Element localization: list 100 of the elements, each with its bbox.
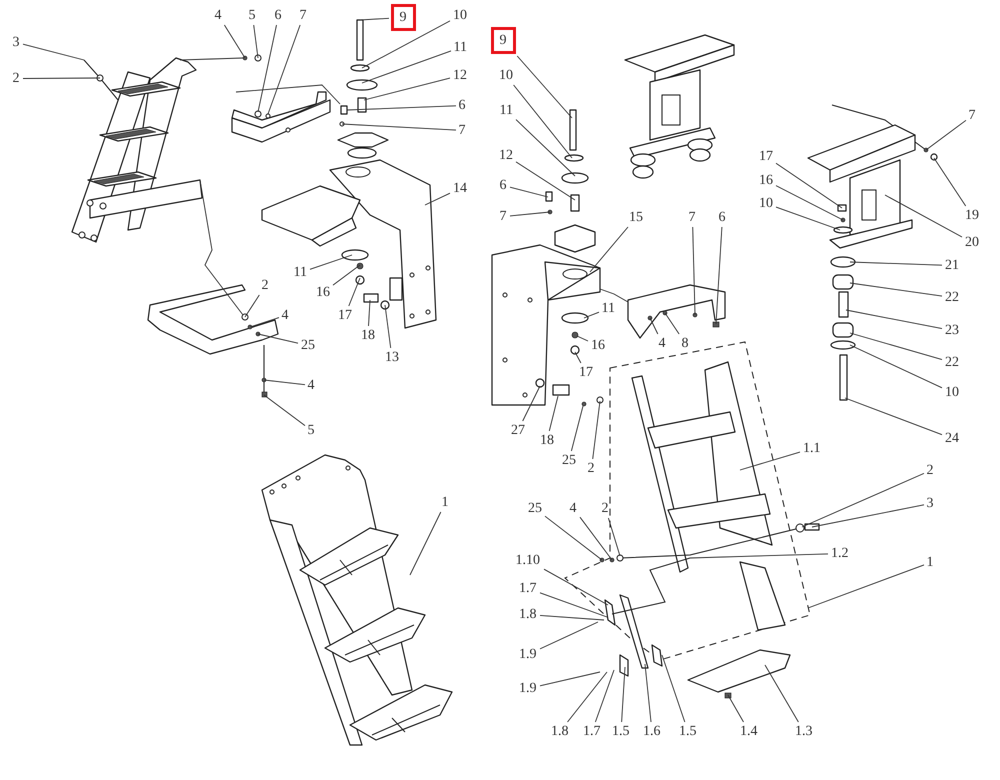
leader-line [368,300,370,326]
leader-line [584,312,600,318]
leader-line [516,56,572,118]
callout-number: 25 [561,452,577,468]
leader-line [224,24,246,58]
callout-number: 7 [688,210,696,224]
callout-number: 22 [944,290,960,304]
leader-line [776,162,842,208]
callout-number: 16 [590,338,606,352]
leader-line [850,262,942,266]
leader-line [544,568,608,606]
leader-line [580,516,612,560]
callout-number: 1.4 [739,724,758,738]
callout-number: 16 [315,284,331,300]
callout-number: 1.9 [518,646,538,662]
callout-number: 12 [452,68,468,82]
leader-line [548,396,558,432]
leader-line [764,664,799,722]
callout-number: 10 [452,8,468,22]
leader-line [364,78,450,100]
callout-number: 13 [384,350,400,364]
leader-line [258,334,298,344]
highlighted-callout-number: 9 [390,4,416,30]
leader-line [844,398,942,436]
leader-line [540,622,598,650]
callout-number: 20 [964,234,980,250]
leader-line [576,336,588,342]
leader-line [621,666,626,722]
leader-line [574,352,582,364]
leader-line [250,317,280,328]
ladder-assembly-drawing [71,57,203,243]
leader-line [590,226,628,272]
leader-line [510,212,550,216]
callout-number: 6 [718,210,726,224]
assembly-line [236,84,340,104]
callout-number: 7 [298,8,308,22]
leader-line [716,226,722,324]
leader-line [650,318,658,334]
bracket-drawing [231,91,331,143]
callout-number: 11 [292,264,308,280]
callout-number: 1.3 [794,724,814,738]
callout-number: 17 [337,308,353,322]
callout-number: 1 [440,494,450,510]
callout-number: 18 [360,328,376,342]
leader-line [644,664,652,722]
leader-line [22,44,84,60]
leader-line [567,672,608,722]
callout-number: 7 [498,208,508,224]
callout-number: 4 [214,8,222,22]
leader-line [310,254,352,270]
callout-number: 1.1 [802,440,822,456]
bolt-stack-drawing [337,19,389,159]
callout-number: 1.9 [518,680,538,696]
callout-number: 10 [944,384,960,400]
callout-number: 1.5 [611,724,630,738]
callout-number: 8 [680,336,690,350]
callout-number: 25 [527,500,543,516]
leader-line [926,120,966,150]
leader-line [808,564,924,608]
callout-number: 4 [280,308,290,322]
bolt-stack-drawing [545,109,589,214]
leader-line [850,332,942,360]
callout-number: 17 [578,364,594,380]
leader-line [362,50,452,84]
callout-number: 18 [539,432,555,448]
callout-number: 5 [306,422,316,438]
nut-drawing [242,54,262,62]
leader-line [268,24,301,114]
callout-number: 11 [498,102,514,118]
callout-number: 25 [300,338,316,352]
assembly-line [600,288,628,302]
callout-number: 1.10 [514,552,541,568]
leader-line [544,516,602,560]
callout-number: 1.8 [550,724,570,738]
leader-line [846,310,942,330]
callout-number: 2 [600,500,610,516]
leader-line [662,654,686,722]
callout-number: 11 [600,300,616,316]
assembly-line [200,180,244,316]
leader-line [776,185,844,220]
leader-line [516,119,576,176]
callout-number: 6 [274,8,282,22]
leader-line [540,672,600,686]
callout-number: 1.8 [518,606,538,622]
callout-number: 6 [498,178,508,192]
leader-line [258,24,277,112]
leader-line [513,84,572,158]
callout-number: 10 [498,68,514,82]
leader-line [253,24,258,58]
ladder-drawing [261,454,453,746]
mount-bracket-drawing [491,224,604,406]
leader-line [884,194,962,238]
leader-line [594,670,614,722]
leader-line [360,18,390,20]
leader-line [348,278,360,306]
callout-number: 2 [260,278,270,292]
callout-number: 1.5 [678,724,698,738]
leader-line [592,400,600,460]
callout-number: 11 [452,40,468,54]
callout-number: 2 [12,70,20,86]
